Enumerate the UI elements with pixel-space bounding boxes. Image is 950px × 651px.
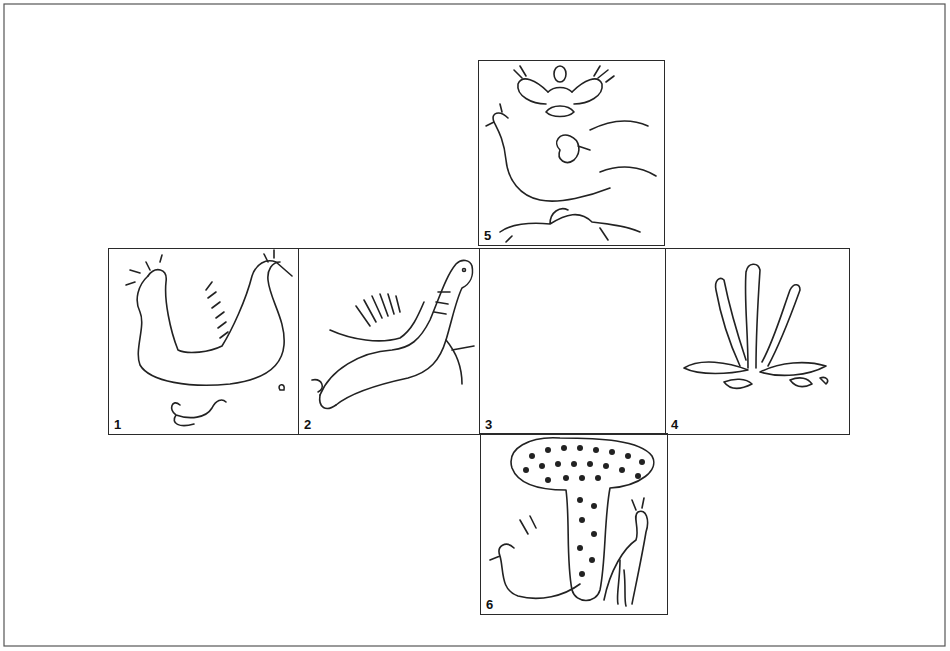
- face-number: 3: [484, 417, 493, 432]
- face-number: 4: [670, 417, 679, 432]
- cube-face: 2: [298, 248, 480, 435]
- face-number: 2: [303, 417, 312, 432]
- cube-face: 4: [665, 248, 850, 435]
- face-number: 1: [113, 417, 122, 432]
- horse-drawing: [312, 260, 474, 408]
- bird-drawing: [126, 250, 292, 426]
- mushroom-spots: [523, 445, 645, 577]
- animal-group-drawing: [486, 66, 656, 242]
- plant-drawing: [684, 264, 828, 388]
- page-frame: [4, 4, 945, 646]
- cube-face: 1: [108, 248, 299, 435]
- face-number: 6: [485, 597, 494, 612]
- cube-face: 5: [478, 60, 665, 246]
- cube-face: 6: [480, 433, 668, 615]
- mushroom-birds-drawing: [490, 438, 654, 606]
- face-number: 5: [483, 228, 492, 243]
- cube-face: 3: [479, 248, 666, 435]
